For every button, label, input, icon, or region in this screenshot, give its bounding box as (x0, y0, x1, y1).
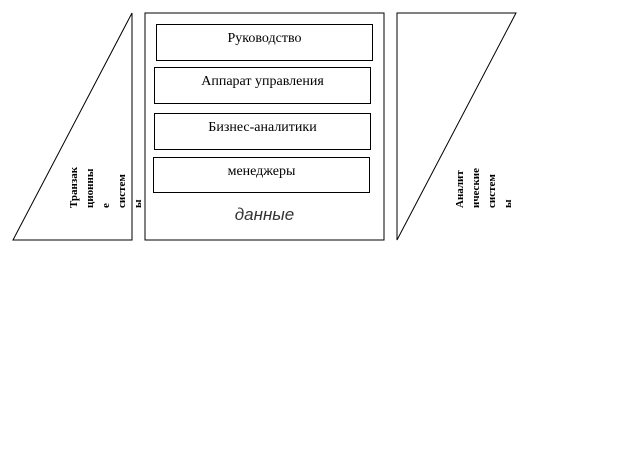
right-system-label-line: систем (486, 174, 498, 208)
left-system-label-line: систем (116, 174, 128, 208)
right-system-label-line: Аналит (454, 170, 466, 208)
right-system-label-line: ы (502, 199, 514, 208)
level-label-administration: Аппарат управления (201, 74, 324, 89)
data-label: данные (234, 205, 295, 224)
left-system-label-line: Транзак (68, 166, 80, 208)
level-label-business-analysts: Бизнес-аналитики (208, 120, 317, 135)
left-system-label-line: ционны (84, 168, 96, 208)
level-box-administration: Аппарат управления (154, 67, 371, 104)
level-label-managers: менеджеры (227, 164, 296, 179)
left-system-label-line: ы (132, 199, 144, 208)
left-system-label: Транзак ционны е систем ы (66, 167, 146, 208)
right-system-shape (396, 12, 517, 241)
left-system-shape (12, 12, 133, 241)
level-box-managers: менеджеры (153, 157, 370, 193)
level-box-management: Руководство (156, 24, 373, 61)
right-system-label: Аналит ические систем ы (452, 168, 516, 208)
level-label-management: Руководство (227, 31, 302, 46)
left-system-label-line: е (100, 203, 112, 208)
right-system-label-line: ические (470, 168, 482, 208)
level-box-business-analysts: Бизнес-аналитики (154, 113, 371, 150)
